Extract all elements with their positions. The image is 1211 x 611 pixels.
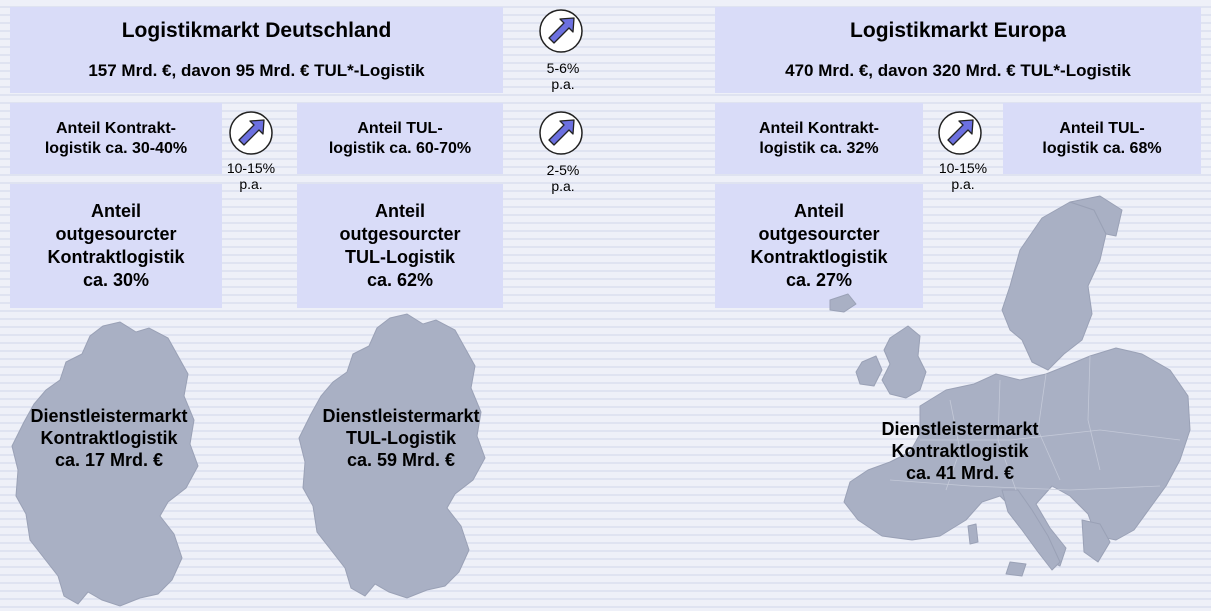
germany-outsourced-tul-line4: ca. 62% [366,270,434,290]
germany-outsourced-contract-line1: Anteil [90,201,141,221]
europe-contract-market-line1: Dienstleistermarkt [881,419,1039,439]
germany-contract-growth-rate: 10-15% [226,160,276,176]
growth-arrow-icon [539,9,583,53]
europe-outsourced-contract-line4: ca. 27% [785,270,853,290]
germany-tul-market-label: Dienstleistermarkt TUL-Logistik ca. 59 M… [296,405,506,471]
tul-growth-rate: 2-5% [546,162,580,178]
europe-outsourced-contract-box: Anteil outgesourcter Kontraktlogistik ca… [715,184,923,308]
germany-outsourced-contract-line4: ca. 30% [82,270,150,290]
europe-contract-market-line2: Kontraktlogistik [891,441,1029,461]
germany-contract-market-line3: ca. 17 Mrd. € [54,450,164,470]
europe-outsourced-contract-line2: outgesourcter [758,224,880,244]
germany-subtitle: 157 Mrd. €, davon 95 Mrd. € TUL*-Logisti… [88,61,425,80]
overall-growth-rate: 5-6% [546,60,580,76]
germany-tul-share-line1: Anteil TUL- [357,119,443,137]
europe-contract-growth-label: 10-15% p.a. [928,160,998,192]
europe-tul-share-line2: logistik ca. 68% [1042,139,1162,157]
germany-outsourced-tul-box: Anteil outgesourcter TUL-Logistik ca. 62… [297,184,503,308]
germany-contract-share-line2: logistik ca. 30-40% [44,139,188,157]
growth-arrow-icon [539,111,583,155]
europe-contract-growth-unit: p.a. [951,176,975,192]
germany-outsourced-contract-line3: Kontraktlogistik [47,247,185,267]
germany-contract-share-box: Anteil Kontrakt- logistik ca. 30-40% [10,103,222,174]
germany-tul-market-line2: TUL-Logistik [346,428,456,448]
europe-tul-share-box: Anteil TUL- logistik ca. 68% [1003,103,1201,174]
germany-contract-growth-label: 10-15% p.a. [216,160,286,192]
europe-outsourced-contract-line3: Kontraktlogistik [750,247,888,267]
germany-contract-market-line2: Kontraktlogistik [40,428,178,448]
growth-arrow-icon [938,111,982,155]
germany-tul-share-box: Anteil TUL- logistik ca. 60-70% [297,103,503,174]
germany-title-box: Logistikmarkt Deutschland 157 Mrd. €, da… [10,7,503,93]
germany-outsourced-tul-line3: TUL-Logistik [345,247,455,267]
germany-tul-market-line3: ca. 59 Mrd. € [346,450,456,470]
europe-contract-market-line3: ca. 41 Mrd. € [905,463,1015,483]
germany-tul-market-line1: Dienstleistermarkt [322,406,480,426]
germany-outsourced-contract-line2: outgesourcter [55,224,177,244]
europe-contract-share-line2: logistik ca. 32% [759,139,879,157]
europe-outsourced-contract-line1: Anteil [793,201,844,221]
germany-contract-market-line1: Dienstleistermarkt [30,406,188,426]
germany-tul-share-line2: logistik ca. 60-70% [328,139,472,157]
germany-title: Logistikmarkt Deutschland [121,19,392,42]
europe-subtitle: 470 Mrd. €, davon 320 Mrd. € TUL*-Logist… [785,61,1131,80]
europe-title: Logistikmarkt Europa [850,19,1066,42]
europe-contract-market-label: Dienstleistermarkt Kontraktlogistik ca. … [860,418,1060,484]
growth-arrow-icon [229,111,273,155]
overall-growth-label: 5-6% p.a. [528,60,598,92]
europe-title-box: Logistikmarkt Europa 470 Mrd. €, davon 3… [715,7,1201,93]
overall-growth-unit: p.a. [551,76,575,92]
tul-growth-label: 2-5% p.a. [528,162,598,194]
germany-contract-share-line1: Anteil Kontrakt- [56,119,176,137]
europe-tul-share-line1: Anteil TUL- [1059,119,1145,137]
germany-outsourced-tul-line2: outgesourcter [339,224,461,244]
europe-contract-share-box: Anteil Kontrakt- logistik ca. 32% [715,103,923,174]
europe-contract-share-line1: Anteil Kontrakt- [759,119,879,137]
germany-outsourced-tul-line1: Anteil [374,201,425,221]
germany-contract-market-label: Dienstleistermarkt Kontraktlogistik ca. … [4,405,214,471]
tul-growth-unit: p.a. [551,178,575,194]
europe-map-icon [829,195,1191,577]
germany-contract-growth-unit: p.a. [239,176,263,192]
germany-outsourced-contract-box: Anteil outgesourcter Kontraktlogistik ca… [10,184,222,308]
europe-contract-growth-rate: 10-15% [938,160,988,176]
